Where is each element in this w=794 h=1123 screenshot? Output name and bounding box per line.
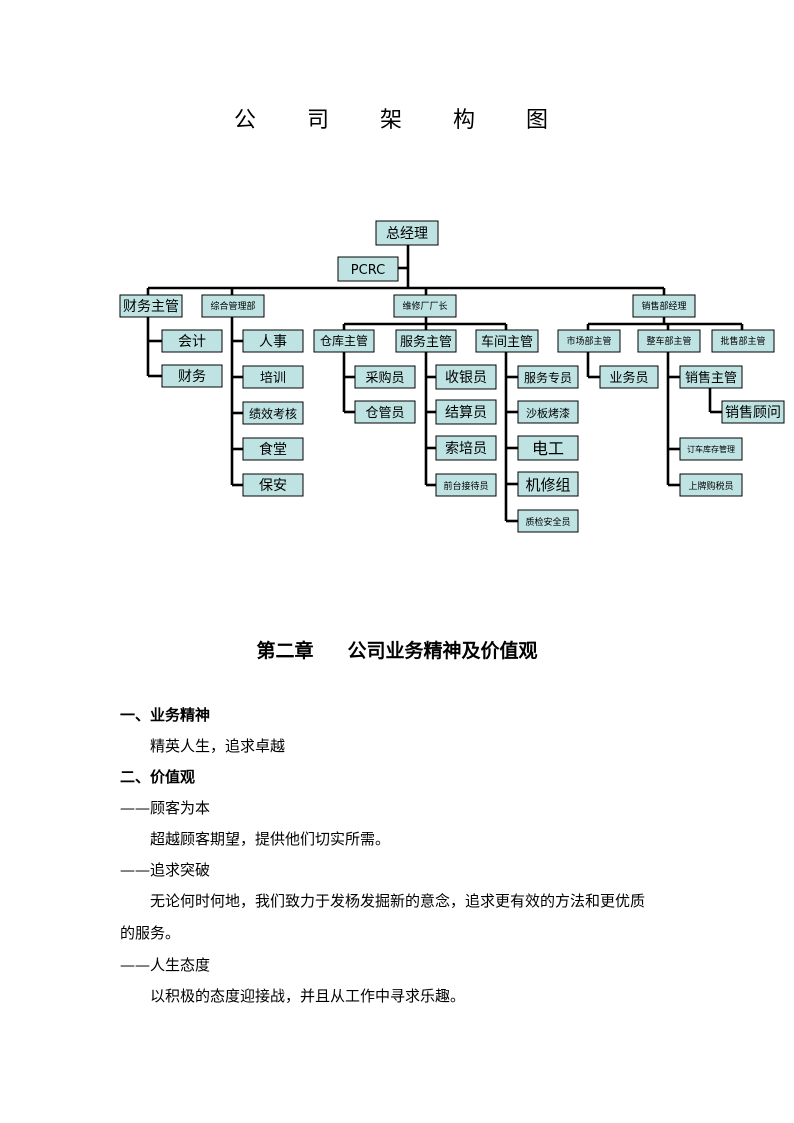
node-kpi: 绩效考核 bbox=[242, 401, 304, 425]
chapter-number: 第二章 bbox=[256, 640, 314, 662]
value-attitude-heading: ——人生态度 bbox=[120, 956, 211, 974]
node-cashier: 收银员 bbox=[435, 364, 497, 390]
svg-text:收银员: 收银员 bbox=[445, 370, 487, 386]
svg-text:仓管员: 仓管员 bbox=[365, 406, 404, 421]
node-pcrc: PCRC bbox=[337, 256, 399, 282]
node-finance-head: 财务主管 bbox=[119, 294, 183, 318]
node-canteen: 食堂 bbox=[242, 437, 304, 461]
node-body-paint: 沙板烤漆 bbox=[517, 400, 579, 424]
svg-text:车间主管: 车间主管 bbox=[481, 334, 533, 350]
svg-text:采购员: 采购员 bbox=[365, 370, 404, 386]
svg-text:综合管理部: 综合管理部 bbox=[210, 300, 255, 312]
svg-text:市场部主管: 市场部主管 bbox=[566, 335, 611, 347]
svg-text:总经理: 总经理 bbox=[386, 226, 428, 242]
svg-text:整车部主管: 整车部主管 bbox=[646, 335, 691, 347]
node-training: 培训 bbox=[242, 365, 304, 389]
svg-text:前台接待员: 前台接待员 bbox=[443, 480, 488, 492]
svg-text:保安: 保安 bbox=[259, 478, 287, 494]
node-market-head: 市场部主管 bbox=[557, 329, 621, 353]
svg-text:索培员: 索培员 bbox=[445, 440, 487, 457]
svg-text:销售部经理: 销售部经理 bbox=[641, 300, 686, 312]
node-qc-safety: 质检安全员 bbox=[517, 509, 579, 533]
node-claims: 索培员 bbox=[435, 435, 497, 461]
value-attitude-text: 以积极的态度迎接战，并且从工作中寻求乐趣。 bbox=[150, 987, 466, 1005]
node-order-inventory: 订车库存管理 bbox=[679, 437, 743, 461]
node-accounting: 会计 bbox=[161, 329, 223, 353]
node-mechanic-group: 机修组 bbox=[517, 471, 579, 497]
value-breakthrough-text-line1: 无论何时何地，我们致力于发杨发掘新的意念，追求更有效的方法和更优质 bbox=[150, 892, 646, 910]
node-service-head: 服务主管 bbox=[395, 329, 457, 353]
node-hr: 人事 bbox=[242, 329, 304, 353]
svg-text:销售主管: 销售主管 bbox=[685, 370, 737, 386]
svg-text:人事: 人事 bbox=[259, 334, 287, 350]
node-vehicle-head: 整车部主管 bbox=[637, 329, 701, 353]
svg-text:批售部主管: 批售部主管 bbox=[720, 335, 765, 347]
node-electrician: 电工 bbox=[517, 435, 579, 461]
svg-text:机修组: 机修组 bbox=[525, 476, 570, 494]
value-breakthrough-heading: ——追求突破 bbox=[120, 861, 211, 879]
svg-text:服务专员: 服务专员 bbox=[524, 370, 572, 385]
value-breakthrough-text-line2: 的服务。 bbox=[120, 924, 181, 942]
org-chart: 总经理 PCRC 财务主管 综合管理部 维修厂厂长 销售部经理 会计 财务 人事… bbox=[119, 220, 785, 533]
node-security: 保安 bbox=[242, 473, 304, 497]
svg-text:质检安全员: 质检安全员 bbox=[525, 516, 570, 528]
svg-text:维修厂厂长: 维修厂厂长 bbox=[402, 300, 447, 312]
org-chart-connectors bbox=[146, 245, 744, 523]
node-sales-supervisor: 销售主管 bbox=[679, 365, 743, 389]
node-parts-head: 批售部主管 bbox=[711, 329, 775, 353]
value-customer-text: 超越顾客期望，提供他们切实所需。 bbox=[150, 830, 391, 848]
svg-text:PCRC: PCRC bbox=[351, 263, 385, 278]
chapter-heading: 第二章 公司业务精神及价值观 bbox=[0, 636, 794, 663]
svg-text:绩效考核: 绩效考核 bbox=[249, 406, 297, 421]
node-warehouse-head: 仓库主管 bbox=[313, 329, 375, 353]
node-workshop-head: 车间主管 bbox=[475, 329, 539, 353]
chapter-title: 公司业务精神及价值观 bbox=[347, 640, 538, 662]
svg-text:财务: 财务 bbox=[178, 369, 206, 385]
node-purchaser: 采购员 bbox=[354, 365, 416, 389]
node-service-specialist: 服务专员 bbox=[517, 365, 579, 389]
svg-text:食堂: 食堂 bbox=[259, 441, 287, 458]
section-values-heading: 二、价值观 bbox=[120, 768, 196, 786]
node-admin-dept: 综合管理部 bbox=[201, 294, 265, 318]
svg-text:培训: 培训 bbox=[260, 370, 286, 386]
node-repair-manager: 维修厂厂长 bbox=[393, 294, 457, 318]
svg-text:沙板烤漆: 沙板烤漆 bbox=[526, 406, 570, 420]
svg-text:业务员: 业务员 bbox=[609, 370, 648, 386]
org-chart-title: 公 司 架 构 图 bbox=[234, 108, 570, 133]
node-sales-manager: 销售部经理 bbox=[632, 294, 696, 318]
value-customer-heading: ——顾客为本 bbox=[120, 799, 211, 817]
node-reception: 前台接待员 bbox=[435, 473, 497, 497]
svg-text:电工: 电工 bbox=[532, 439, 564, 458]
svg-text:上牌购税员: 上牌购税员 bbox=[688, 480, 733, 492]
node-finance: 财务 bbox=[161, 364, 223, 388]
node-salesman: 业务员 bbox=[599, 365, 659, 389]
section-business-spirit-heading: 一、业务精神 bbox=[120, 706, 211, 724]
svg-text:销售顾问: 销售顾问 bbox=[725, 405, 781, 421]
node-settlement: 结算员 bbox=[435, 399, 497, 425]
node-plate-tax: 上牌购税员 bbox=[679, 473, 743, 497]
section-business-spirit-text: 精英人生，追求卓越 bbox=[150, 737, 286, 755]
svg-text:服务主管: 服务主管 bbox=[400, 334, 452, 350]
svg-text:财务主管: 财务主管 bbox=[123, 299, 179, 315]
node-ceo: 总经理 bbox=[375, 220, 439, 246]
svg-text:订车库存管理: 订车库存管理 bbox=[687, 444, 735, 454]
svg-text:会计: 会计 bbox=[178, 334, 206, 350]
svg-text:结算员: 结算员 bbox=[445, 405, 487, 421]
node-sales-consultant: 销售顾问 bbox=[721, 400, 785, 424]
node-storekeeper: 仓管员 bbox=[354, 400, 416, 424]
svg-text:仓库主管: 仓库主管 bbox=[320, 333, 368, 348]
